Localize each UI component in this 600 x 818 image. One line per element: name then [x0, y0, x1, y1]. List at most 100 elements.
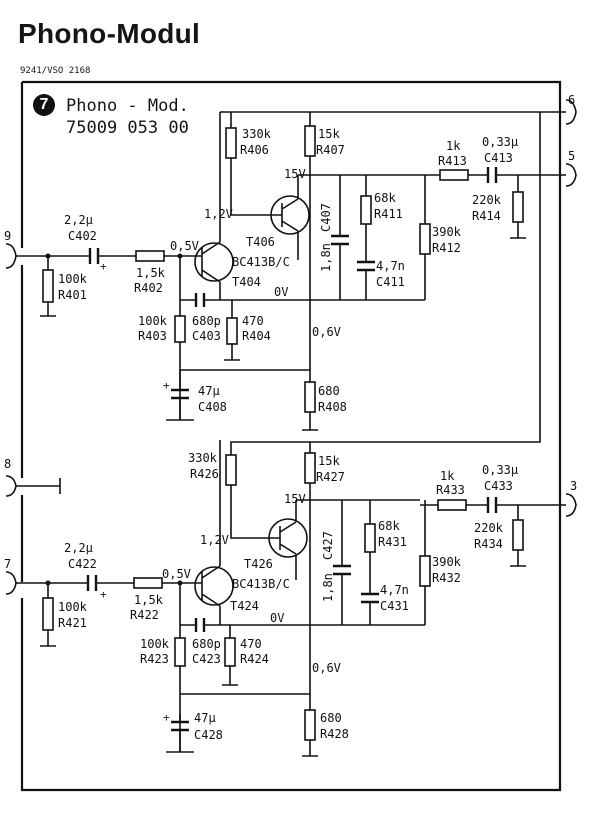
- terminal-3: [565, 493, 577, 517]
- terminal-9: [5, 243, 17, 269]
- component-label-3: +: [100, 260, 107, 273]
- component-label-156: R434: [474, 537, 503, 551]
- component-label-70: 0,33μ: [482, 135, 518, 149]
- component-label-68: 1k: [446, 139, 461, 153]
- component-label-117: C428: [194, 728, 223, 742]
- schematic-path-100: [166, 583, 194, 753]
- component-label-24: C403: [192, 329, 221, 343]
- component-label-120: R426: [190, 467, 219, 481]
- schematic-path-112: [179, 693, 310, 752]
- component-label-15: T404: [232, 275, 261, 289]
- component-label-152: 0,33μ: [482, 463, 518, 477]
- component-label-59: R411: [374, 207, 403, 221]
- terminal-8: [5, 475, 17, 497]
- terminal-6: [565, 99, 577, 125]
- schematic-path-108: [222, 625, 238, 686]
- component-label-155: 220k: [474, 521, 504, 535]
- component-label-150: 1k: [440, 469, 455, 483]
- module-frame: [20, 80, 562, 792]
- component-label-135: C427: [321, 531, 335, 560]
- component-label-78: 8: [4, 457, 11, 471]
- r401: [42, 269, 54, 303]
- component-label-145: 390k: [432, 555, 462, 569]
- r433: [437, 499, 467, 511]
- component-label-124: 15k: [318, 454, 340, 468]
- t404-transistor: [194, 242, 234, 282]
- component-label-44: 15V: [284, 167, 306, 181]
- r413: [439, 169, 469, 181]
- r406: [225, 127, 237, 159]
- component-label-131: R428: [320, 727, 349, 741]
- module-name: Phono - Mod.: [66, 96, 189, 116]
- component-label-69: R413: [438, 154, 467, 168]
- r431: [364, 523, 376, 553]
- component-label-125: R427: [316, 470, 345, 484]
- component-label-92: R422: [130, 608, 159, 622]
- component-label-142: 4,7n: [380, 583, 409, 597]
- component-label-126: 15V: [284, 492, 306, 506]
- component-label-58: 68k: [374, 191, 396, 205]
- component-label-7: R401: [58, 288, 87, 302]
- component-label-146: R432: [432, 571, 461, 585]
- component-label-106: 680p: [192, 637, 221, 651]
- component-label-61: C411: [376, 275, 405, 289]
- component-label-71: C413: [484, 151, 513, 165]
- schematic-path-121: [274, 500, 297, 580]
- component-label-19: R403: [138, 329, 167, 343]
- component-label-95: 0,5V: [162, 567, 191, 581]
- schematic-path-5: [40, 256, 56, 317]
- component-label-40: T406: [246, 235, 275, 249]
- component-label-122: T426: [244, 557, 273, 571]
- schematic-path-76: [230, 111, 566, 455]
- component-label-75: 5: [568, 149, 575, 163]
- component-label-54: 1,8n: [319, 243, 333, 272]
- component-label-140: 68k: [378, 519, 400, 533]
- schematic-path-118: [230, 485, 274, 539]
- schematic-path-79: [16, 478, 61, 494]
- module-part-number: 75009 053 00: [66, 118, 189, 138]
- channel-1: 9 + 2,2μ C402 100k R401 1,5k R402 0,5V 1…: [4, 93, 577, 455]
- component-label-153: C433: [484, 479, 513, 493]
- component-label-101: 100k: [140, 637, 170, 651]
- component-label-63: 390k: [432, 225, 462, 239]
- component-label-97: BC413B/C: [232, 577, 290, 591]
- schematic-path-72: [510, 175, 526, 239]
- component-label-96: 1,2V: [200, 533, 229, 547]
- r424: [224, 637, 236, 667]
- component-label-64: R412: [432, 241, 461, 255]
- component-label-107: C423: [192, 652, 221, 666]
- component-label-43: R407: [316, 143, 345, 157]
- component-label-18: 100k: [138, 314, 168, 328]
- r432: [419, 555, 431, 587]
- schematic-path-39: [276, 175, 299, 260]
- terminal-7: [5, 571, 17, 595]
- component-label-89: 100k: [58, 600, 88, 614]
- component-label-86: C422: [68, 557, 97, 571]
- r421: [42, 597, 54, 631]
- component-label-110: R424: [240, 652, 269, 666]
- terminal-5: [565, 163, 577, 187]
- component-label-143: C431: [380, 599, 409, 613]
- c402-name: C402: [68, 229, 97, 243]
- schematic-path-25: [224, 300, 240, 361]
- component-label-13: 1,2V: [204, 207, 233, 221]
- r414: [512, 191, 524, 223]
- component-label-130: 680: [320, 711, 342, 725]
- r407: [304, 125, 316, 157]
- component-label-85: 2,2μ: [64, 541, 93, 555]
- r428: [304, 709, 316, 741]
- schematic-path-29: [179, 369, 310, 420]
- schematic-path-47: [302, 300, 318, 431]
- component-label-48: 680: [318, 384, 340, 398]
- component-label-60: 4,7n: [376, 259, 405, 273]
- r411: [360, 195, 372, 225]
- module-number-badge: 7: [33, 94, 55, 116]
- schematic-path-36: [230, 112, 276, 216]
- document-code: 9241/VSO 2168: [20, 66, 91, 76]
- component-label-128: 0,6V: [312, 661, 341, 675]
- component-label-38: R406: [240, 143, 269, 157]
- schematic-path-93: [180, 565, 221, 607]
- component-label-6: 100k: [58, 272, 88, 286]
- component-label-109: 470: [240, 637, 262, 651]
